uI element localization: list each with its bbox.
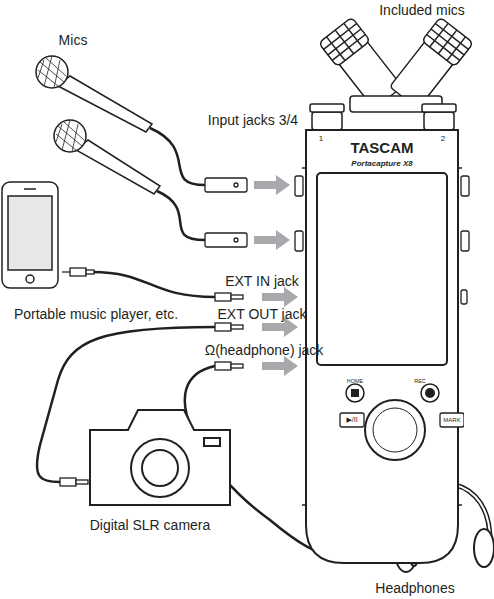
included-mic-part-part	[438, 30, 456, 54]
touch-screen	[317, 173, 447, 365]
handheld-mic	[36, 56, 160, 194]
stop-button	[346, 384, 364, 402]
device-label: Mics	[59, 32, 88, 48]
included-mic-part	[310, 104, 344, 112]
handheld-mic-part	[76, 140, 160, 194]
side-jack-part	[295, 176, 303, 196]
camera-part	[90, 410, 230, 505]
cable-plug-part	[231, 325, 243, 329]
cable-part	[150, 128, 205, 185]
cable-plug-part	[62, 271, 70, 272]
mic-channel-number: 1	[319, 134, 323, 143]
cable-plug-part	[215, 362, 231, 370]
cable-plug-part	[70, 268, 86, 276]
jack-label: EXT IN jack	[225, 273, 299, 289]
recorder-body	[300, 128, 464, 565]
cable-plug-part	[76, 480, 88, 484]
included-mic-part-part	[430, 23, 448, 47]
portable-player	[2, 182, 58, 288]
insert-arrow-part	[262, 287, 298, 307]
insert-arrow-part	[254, 175, 290, 195]
jog-wheel	[365, 400, 425, 460]
device-label: Portable music player, etc.	[14, 306, 178, 322]
device-label: Headphones	[375, 580, 454, 596]
cable-plug-part	[234, 238, 238, 242]
button-label: ▶/II	[346, 416, 357, 424]
play-button	[340, 413, 364, 427]
cable-plug-part	[86, 270, 94, 274]
camera	[90, 410, 230, 505]
portable-player-part	[8, 196, 52, 270]
insert-arrow-part	[254, 230, 290, 250]
included-mic	[310, 17, 473, 130]
cable-plug-part	[205, 233, 247, 247]
handheld-mic-part	[54, 120, 86, 152]
jack-label: Input jacks 3/4	[208, 112, 298, 128]
included-mic-part-part	[335, 30, 353, 54]
included-mic-part	[312, 112, 342, 130]
cable-part	[92, 272, 215, 297]
side-jack-part	[461, 231, 469, 251]
camera-part	[204, 438, 220, 446]
side-jack-part	[461, 290, 467, 304]
button-label: MARK	[443, 417, 460, 423]
jack-label: Ω(headphone) jack	[205, 342, 324, 358]
cable-plug-part	[231, 295, 243, 299]
handheld-mic-part	[38, 56, 66, 88]
included-mic-part-part	[344, 23, 362, 47]
cable	[37, 128, 335, 555]
rec-button	[421, 384, 439, 402]
cable-plug-part	[234, 183, 238, 187]
side-jack-part	[295, 231, 303, 251]
model-name: Portacapture X8	[351, 159, 412, 168]
included-mic-part-part	[319, 17, 371, 66]
button-label: HOME	[347, 378, 364, 384]
included-mic-part	[424, 112, 454, 130]
brand-name: TASCAM	[350, 139, 413, 156]
stop-icon	[351, 389, 359, 397]
jack-label: EXT OUT jack	[218, 306, 307, 322]
cable-plug-part	[205, 178, 247, 192]
recorder: 1 2TASCAM Portacapture X8 HOME REC ▶/II MARK	[300, 128, 464, 565]
portable-player-part	[24, 188, 36, 190]
side-jack-part	[461, 176, 469, 196]
included-mic-part-part	[327, 37, 345, 61]
handheld-mic-part	[36, 56, 68, 88]
camera-part	[142, 450, 178, 486]
handheld-mic-part	[56, 120, 84, 152]
portable-player-part	[2, 182, 58, 288]
portable-player-part	[26, 275, 34, 283]
cable-plug-part	[231, 364, 243, 368]
included-mic-part	[422, 104, 456, 112]
recorder-outline	[306, 130, 458, 563]
jog-wheel-inner	[373, 408, 417, 452]
mic-channel-number: 2	[441, 134, 445, 143]
insert-arrow-part	[262, 356, 298, 376]
camera-part	[131, 439, 189, 497]
rec-icon	[425, 388, 435, 398]
headphones-part	[474, 529, 494, 567]
mic-label: Included mics	[379, 2, 465, 18]
device-label: Digital SLR camera	[90, 517, 211, 533]
button-label: REC	[414, 378, 426, 384]
included-mic-part-part	[447, 37, 465, 61]
mark-button	[440, 413, 464, 427]
recorder-side	[302, 168, 306, 505]
cable-plug-part	[215, 323, 231, 331]
recorder-side	[458, 168, 462, 505]
cable-plug-part	[215, 293, 231, 301]
cable-plug-part	[60, 478, 76, 486]
included-mic-part-part	[422, 17, 474, 66]
cable-part	[157, 191, 205, 240]
